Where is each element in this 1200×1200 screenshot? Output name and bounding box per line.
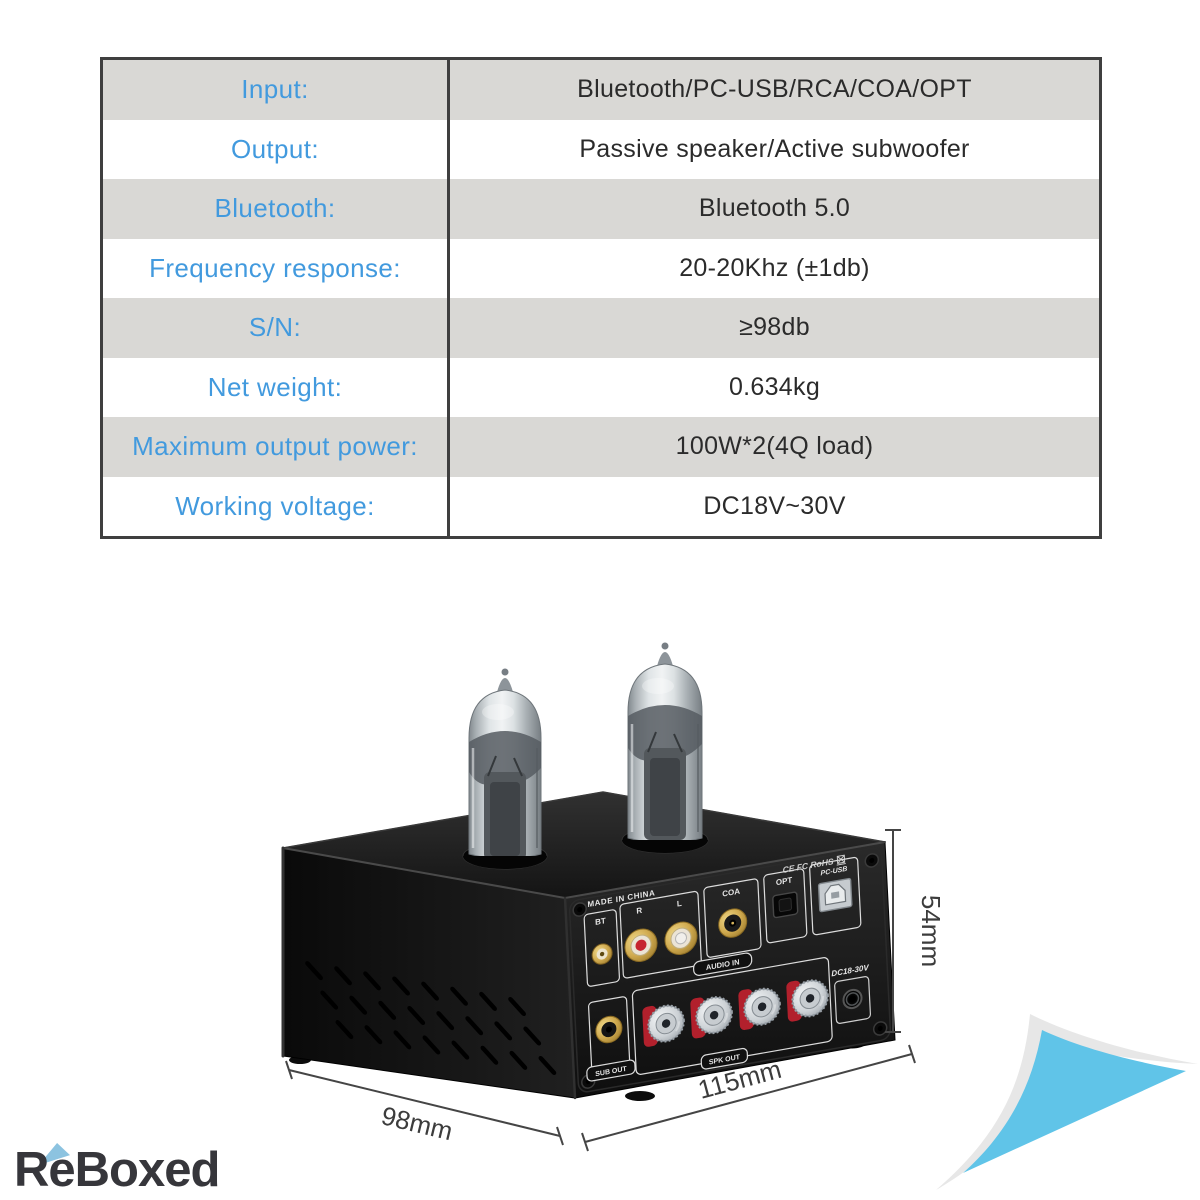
binding-post bbox=[738, 987, 781, 1030]
audio-in-label: AUDIO IN bbox=[692, 952, 753, 976]
dimension-depth bbox=[285, 1060, 564, 1146]
spec-label: Output: bbox=[103, 119, 450, 179]
coaxial-port: COA bbox=[703, 878, 762, 958]
svg-text:R: R bbox=[636, 906, 642, 916]
svg-text:BT: BT bbox=[595, 916, 606, 927]
chassis-edges bbox=[281, 791, 886, 1100]
table-row: Net weight: 0.634kg bbox=[103, 357, 1099, 417]
speaker-binding-posts: SPK OUT bbox=[631, 957, 833, 1075]
table-row: Frequency response: 20-20Khz (±1db) bbox=[103, 238, 1099, 298]
rca-white-jack bbox=[664, 921, 698, 955]
brand-logo: ReBoxed bbox=[14, 1140, 274, 1200]
svg-text:PC-USB: PC-USB bbox=[820, 866, 847, 878]
page-curl-back bbox=[936, 1014, 1198, 1190]
spec-label: Working voltage: bbox=[103, 476, 450, 536]
vacuum-tube-right bbox=[622, 642, 708, 853]
sub-out-port: SUB OUT bbox=[586, 996, 636, 1082]
table-row: Bluetooth: Bluetooth 5.0 bbox=[103, 179, 1099, 239]
rear-panel: MADE IN CHINA CE FC RoHS BT R L bbox=[568, 847, 892, 1093]
spec-value: DC18V~30V bbox=[703, 491, 846, 520]
rca-red-jack bbox=[624, 928, 658, 962]
spec-value: Passive speaker/Active subwoofer bbox=[579, 134, 970, 163]
spec-label: Frequency response: bbox=[103, 238, 450, 298]
dimension-width bbox=[581, 1044, 916, 1152]
spec-value: 20-20Khz (±1db) bbox=[679, 253, 870, 282]
page-curl-front bbox=[963, 1030, 1186, 1173]
spec-label: S/N: bbox=[103, 298, 450, 358]
spec-value: ≥98db bbox=[739, 313, 810, 342]
table-row: Maximum output power: 100W*2(4Q load) bbox=[103, 417, 1099, 477]
table-row: S/N: ≥98db bbox=[103, 298, 1099, 358]
spec-label: Net weight: bbox=[103, 357, 450, 417]
dimension-annotations bbox=[285, 829, 916, 1152]
spec-value: 100W*2(4Q load) bbox=[675, 432, 874, 461]
svg-text:OPT: OPT bbox=[776, 875, 793, 887]
table-row: Output: Passive speaker/Active subwoofer bbox=[103, 119, 1099, 179]
page-curl-graphic bbox=[936, 1014, 1198, 1190]
vacuum-tube-left bbox=[463, 668, 547, 869]
optical-port: OPT bbox=[763, 868, 808, 944]
spec-table: Input: Bluetooth/PC-USB/RCA/COA/OPT Outp… bbox=[100, 57, 1102, 539]
binding-post bbox=[642, 1004, 685, 1047]
panel-screws bbox=[572, 853, 888, 1089]
spec-value: Bluetooth/PC-USB/RCA/COA/OPT bbox=[577, 75, 972, 104]
table-row: Input: Bluetooth/PC-USB/RCA/COA/OPT bbox=[103, 60, 1099, 120]
rca-rl-ports: R L bbox=[619, 890, 702, 979]
dimension-height bbox=[885, 829, 901, 1033]
spec-value: Bluetooth 5.0 bbox=[698, 194, 851, 223]
bt-antenna-port: BT bbox=[583, 909, 621, 987]
binding-post bbox=[786, 979, 829, 1022]
brand-name: ReBoxed bbox=[14, 1143, 220, 1197]
spec-label: Maximum output power: bbox=[103, 417, 450, 477]
table-row: Working voltage: DC18V~30V bbox=[103, 476, 1099, 536]
height-label: 54mm bbox=[916, 895, 946, 967]
spec-value: 0.634kg bbox=[728, 372, 821, 401]
svg-text:L: L bbox=[677, 899, 682, 909]
svg-text:COA: COA bbox=[722, 887, 740, 899]
spec-label: Bluetooth: bbox=[103, 179, 450, 239]
binding-post bbox=[690, 996, 733, 1039]
usb-b-port: PC-USB bbox=[809, 856, 862, 936]
spec-label: Input: bbox=[103, 60, 450, 120]
